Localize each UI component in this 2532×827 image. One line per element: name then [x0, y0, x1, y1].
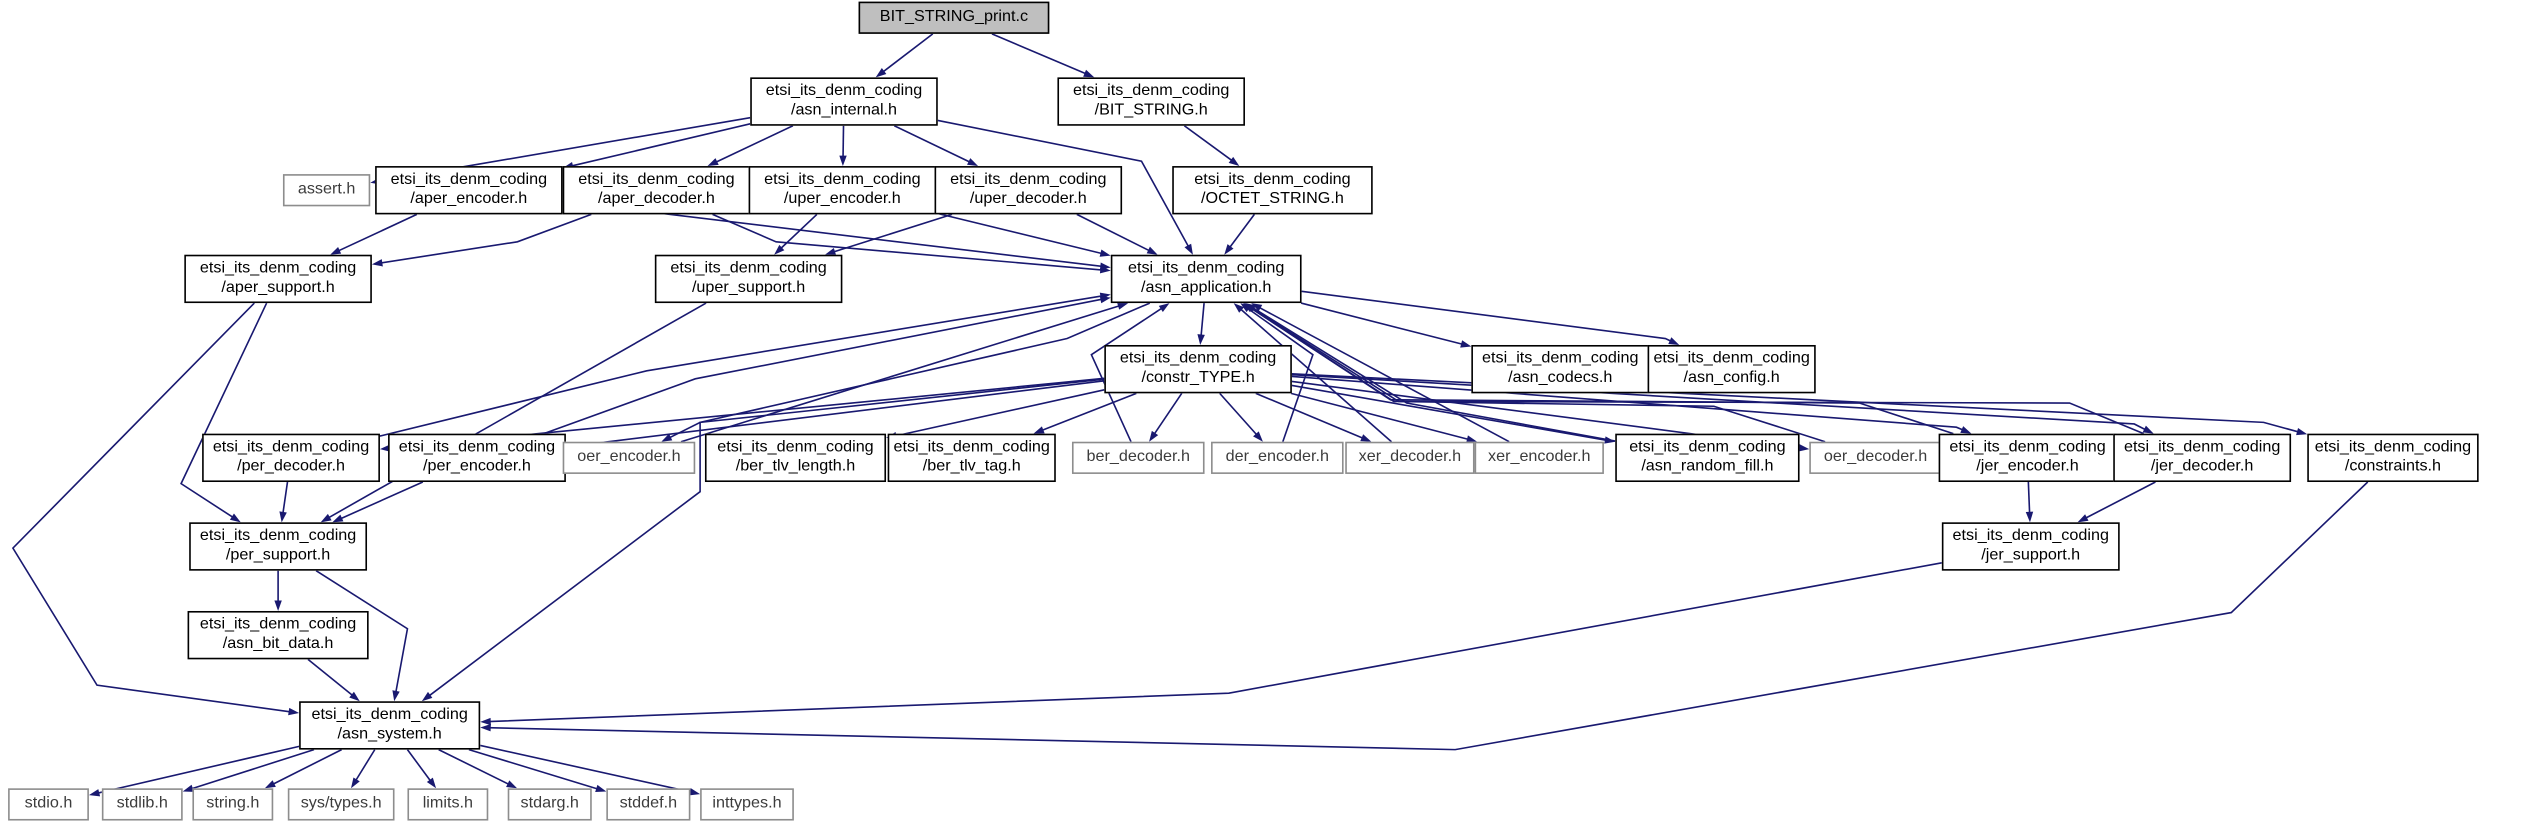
- edge-constr-type-h-to-xer-decoder-h: [1255, 392, 1372, 442]
- node-oer-decoder-h: oer_decoder.h: [1809, 441, 1942, 474]
- edge-bit-string-print-c-to-bit-string-h: [991, 33, 1095, 78]
- edge-aper-support-h-to-asn-system-h: [11, 302, 300, 716]
- edge-asn-system-h-to-stdio-h: [88, 745, 300, 797]
- node-der-encoder-h: der_encoder.h: [1211, 441, 1344, 474]
- node-limits-h: limits.h: [407, 788, 489, 821]
- node-asn-codecs-h[interactable]: etsi_its_denm_coding /asn_codecs.h: [1471, 344, 1650, 394]
- node-stdio-h: stdio.h: [8, 788, 89, 821]
- node-aper-decoder-h[interactable]: etsi_its_denm_coding /aper_decoder.h: [562, 166, 751, 215]
- edge-asn-application-h-to-constr-type-h: [1197, 303, 1205, 345]
- node-asn-random-fill-h[interactable]: etsi_its_denm_coding /asn_random_fill.h: [1615, 433, 1800, 483]
- node-bit-string-print-c: BIT_STRING_print.c: [858, 1, 1050, 34]
- node-aper-encoder-h[interactable]: etsi_its_denm_coding /aper_encoder.h: [375, 166, 563, 215]
- edge-asn-system-h-to-inttypes-h: [480, 744, 701, 796]
- node-stdarg-h: stdarg.h: [507, 788, 592, 821]
- edge-octet-string-h-to-asn-application-h: [1224, 213, 1256, 255]
- edge-der-encoder-h-to-asn-application-h: [1240, 303, 1314, 442]
- edge-asn-system-h-to-sys-types-h: [351, 749, 376, 789]
- node-asn-bit-data-h[interactable]: etsi_its_denm_coding /asn_bit_data.h: [187, 610, 369, 660]
- node-per-encoder-h[interactable]: etsi_its_denm_coding /per_encoder.h: [388, 433, 566, 483]
- edge-asn-application-h-to-asn-codecs-h: [1300, 302, 1472, 348]
- edge-constr-type-h-to-ber-tlv-tag-h: [1033, 392, 1137, 434]
- node-asn-config-h[interactable]: etsi_its_denm_coding /asn_config.h: [1647, 344, 1816, 394]
- node-stdlib-h: stdlib.h: [101, 788, 183, 821]
- node-string-h: string.h: [192, 788, 274, 821]
- edge-aper-decoder-h-to-aper-support-h: [371, 213, 592, 267]
- edge-uper-decoder-h-to-uper-support-h: [824, 213, 953, 256]
- edge-ber-decoder-h-to-asn-application-h: [1090, 303, 1170, 443]
- edge-bit-string-h-to-octet-string-h: [1183, 125, 1240, 167]
- node-constraints-h[interactable]: etsi_its_denm_coding /constraints.h: [2307, 433, 2479, 483]
- node-jer-decoder-h[interactable]: etsi_its_denm_coding /jer_decoder.h: [2113, 433, 2292, 483]
- edge-asn-internal-h-to-aper-decoder-h: [707, 125, 794, 167]
- edge-asn-internal-h-to-uper-decoder-h: [893, 125, 979, 167]
- edge-asn-system-h-to-limits-h: [406, 749, 437, 789]
- edge-asn-system-h-to-string-h: [264, 748, 343, 789]
- node-octet-string-h[interactable]: etsi_its_denm_coding /OCTET_STRING.h: [1172, 166, 1373, 215]
- edge-uper-encoder-h-to-asn-application-h: [935, 212, 1111, 257]
- edge-constr-type-h-to-oer-encoder-h: [661, 378, 1105, 442]
- edge-aper-encoder-h-to-aper-support-h: [330, 213, 418, 255]
- edge-constr-type-h-to-xer-encoder-h: [1290, 392, 1478, 443]
- edge-uper-encoder-h-to-uper-support-h: [774, 213, 818, 255]
- edge-constr-type-h-to-jer-encoder-h: [1291, 375, 1972, 434]
- node-uper-encoder-h[interactable]: etsi_its_denm_coding /uper_encoder.h: [748, 166, 937, 215]
- edge-asn-system-h-to-stdlib-h: [182, 748, 315, 792]
- edge-per-decoder-h-to-per-support-h: [279, 481, 289, 523]
- node-asn-system-h[interactable]: etsi_its_denm_coding /asn_system.h: [299, 701, 481, 750]
- edge-asn-internal-h-to-uper-encoder-h: [839, 125, 847, 167]
- node-inttypes-h: inttypes.h: [700, 788, 794, 821]
- node-asn-application-h[interactable]: etsi_its_denm_coding /asn_application.h: [1110, 254, 1302, 304]
- node-constr-type-h[interactable]: etsi_its_denm_coding /constr_TYPE.h: [1104, 344, 1292, 394]
- node-asn-internal-h[interactable]: etsi_its_denm_coding /asn_internal.h: [750, 77, 938, 126]
- node-ber-tlv-length-h[interactable]: etsi_its_denm_coding /ber_tlv_length.h: [704, 433, 887, 483]
- node-ber-tlv-tag-h[interactable]: etsi_its_denm_coding /ber_tlv_tag.h: [887, 433, 1056, 483]
- edge-jer-decoder-h-to-jer-support-h: [2077, 481, 2156, 523]
- edge-uper-decoder-h-to-asn-application-h: [1076, 213, 1158, 255]
- node-bit-string-h[interactable]: etsi_its_denm_coding /BIT_STRING.h: [1057, 77, 1245, 126]
- node-xer-decoder-h: xer_decoder.h: [1345, 441, 1475, 474]
- edge-asn-system-h-to-stddef-h: [468, 748, 607, 793]
- edge-jer-decoder-h-to-asn-application-h: [1244, 303, 2144, 435]
- edge-constr-type-h-to-ber-decoder-h: [1149, 392, 1183, 442]
- node-ber-decoder-h: ber_decoder.h: [1071, 441, 1205, 474]
- edge-asn-bit-data-h-to-asn-system-h: [307, 658, 360, 702]
- edge-constr-type-h-to-der-encoder-h: [1219, 392, 1263, 442]
- node-oer-encoder-h: oer_encoder.h: [562, 441, 696, 474]
- node-assert-h: assert.h: [282, 174, 371, 207]
- edge-jer-support-h-to-asn-system-h: [480, 561, 1942, 726]
- node-sys-types-h: sys/types.h: [287, 788, 395, 821]
- edge-constraints-h-to-asn-system-h: [480, 481, 2369, 751]
- edge-asn-internal-h-to-asn-application-h: [937, 119, 1193, 255]
- edge-jer-encoder-h-to-jer-support-h: [2025, 481, 2034, 523]
- edge-xer-decoder-h-to-asn-application-h: [1233, 303, 1393, 443]
- node-xer-encoder-h: xer_encoder.h: [1474, 441, 1604, 474]
- node-uper-decoder-h[interactable]: etsi_its_denm_coding /uper_decoder.h: [934, 166, 1123, 215]
- edge-per-support-h-to-asn-system-h: [315, 570, 409, 702]
- edge-uper-support-h-to-per-support-h: [320, 302, 707, 523]
- edge-per-support-h-to-asn-bit-data-h: [274, 570, 282, 611]
- node-jer-support-h[interactable]: etsi_its_denm_coding /jer_support.h: [1941, 522, 2120, 571]
- node-per-support-h[interactable]: etsi_its_denm_coding /per_support.h: [189, 522, 368, 571]
- node-stddef-h: stddef.h: [606, 788, 691, 821]
- edge-oer-encoder-h-to-asn-application-h: [680, 302, 1129, 443]
- edge-per-encoder-h-to-asn-application-h: [543, 295, 1111, 435]
- edge-aper-support-h-to-per-support-h: [180, 302, 268, 523]
- node-jer-encoder-h[interactable]: etsi_its_denm_coding /jer_encoder.h: [1938, 433, 2117, 483]
- edge-aper-decoder-h-to-asn-application-h: [712, 213, 1111, 274]
- node-per-decoder-h[interactable]: etsi_its_denm_coding /per_decoder.h: [202, 433, 380, 483]
- edge-asn-system-h-to-stdarg-h: [438, 748, 518, 789]
- edge-asn-application-h-to-asn-config-h: [1301, 290, 1680, 345]
- node-aper-support-h[interactable]: etsi_its_denm_coding /aper_support.h: [184, 254, 372, 304]
- edge-bit-string-print-c-to-asn-internal-h: [875, 33, 934, 78]
- node-uper-support-h[interactable]: etsi_its_denm_coding /uper_support.h: [654, 254, 843, 304]
- edge-per-encoder-h-to-per-support-h: [332, 481, 424, 523]
